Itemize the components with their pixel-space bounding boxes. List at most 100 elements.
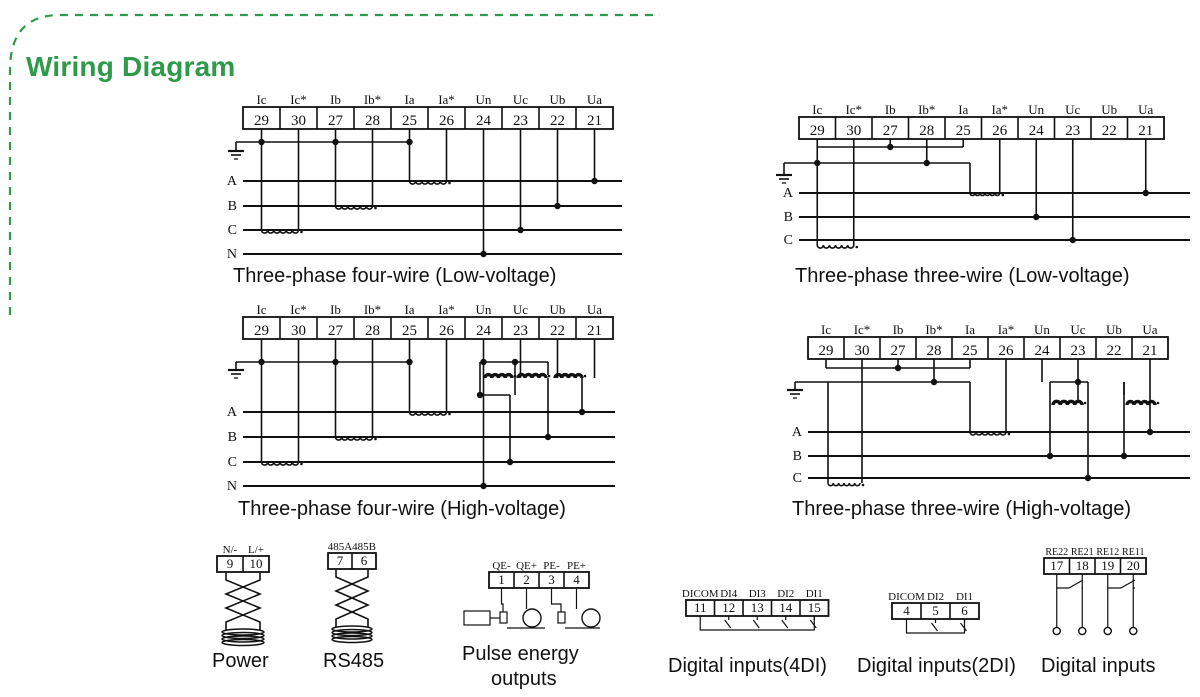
terminal-signal-23: Uc [1070, 322, 1085, 337]
pt-coil [483, 373, 514, 379]
terminal-number-23: 23 [1071, 343, 1086, 359]
coil-turn [331, 625, 373, 633]
pt-coil [1125, 399, 1157, 406]
wire [550, 588, 562, 612]
terminal-number-27: 27 [328, 113, 344, 129]
polarity-dot [513, 374, 517, 378]
junction-dot [1120, 452, 1128, 460]
phase-label-b: B [228, 199, 237, 214]
terminal-number-22: 22 [550, 323, 565, 339]
caption-power: Power [212, 650, 269, 672]
terminal-signal-28: Ib* [364, 92, 381, 107]
terminal-signal-5: DI2 [927, 591, 944, 603]
terminal-signal-27: Ib [885, 102, 896, 117]
wire [334, 569, 370, 627]
terminal-number-7: 7 [337, 553, 344, 568]
polarity-dot [374, 437, 377, 441]
junction-dot [1142, 189, 1149, 197]
phase-label-a: A [227, 174, 238, 189]
caption-three-phase-four-wire-high-voltage: Three-phase four-wire (High-voltage) [238, 498, 566, 520]
section-title: Wiring Diagram [26, 51, 236, 82]
terminal-number-5: 5 [932, 603, 939, 618]
terminal-number-10: 10 [250, 556, 263, 571]
junction-dot [1084, 474, 1092, 482]
phase-label-b: B [793, 449, 802, 464]
terminal-number-28: 28 [365, 323, 380, 339]
terminal-signal-24: Un [1028, 102, 1044, 117]
terminal-number-24: 24 [476, 323, 492, 339]
terminal-signal-27: Ib [330, 302, 341, 317]
resistor [557, 611, 566, 624]
terminal-signal-29: Ic [256, 92, 266, 107]
terminal-signal-25: Ia [958, 102, 968, 117]
phase-label-n: N [227, 479, 237, 494]
terminal-signal-25: Ia [965, 322, 975, 337]
polarity-dot [855, 245, 859, 249]
coil-turn [221, 635, 265, 643]
junction-dot [1069, 236, 1076, 244]
coil-turn [221, 631, 265, 640]
phase-label-c: C [228, 223, 237, 238]
terminal-signal-6: DI1 [956, 591, 973, 603]
terminal-signal-24: Un [476, 302, 492, 317]
terminal-signal-29: Ic [256, 302, 266, 317]
phase-label-b: B [784, 210, 793, 225]
junction-dot [544, 433, 552, 441]
terminal-number-23: 23 [513, 323, 528, 339]
terminal-signal-12: DI4 [720, 588, 738, 600]
wire [1068, 579, 1084, 589]
terminal-number-28: 28 [365, 113, 380, 129]
junction-dot [480, 482, 487, 490]
junction-dot [1033, 213, 1040, 221]
wire [905, 619, 966, 634]
caption-digital-inputs-relay: Digital inputs [1041, 655, 1156, 677]
terminal-signal-28: Ib* [364, 302, 381, 317]
terminal-signal-25: Ia [404, 302, 414, 317]
caption-three-phase-four-wire-low-voltage: Three-phase four-wire (Low-voltage) [233, 265, 557, 287]
wire [500, 588, 504, 612]
junction-dot [480, 358, 487, 366]
junction-dot [578, 408, 586, 416]
terminal-signal-23: Uc [513, 92, 528, 107]
terminal-number-19: 19 [1101, 558, 1114, 573]
polarity-dot [547, 374, 551, 378]
ct-coil [334, 205, 374, 210]
junction-dot [506, 458, 514, 466]
terminal-signal-30: Ic* [290, 302, 307, 317]
terminal-signal-4: PE+ [567, 560, 586, 572]
caption-digital-inputs-2di: Digital inputs(2DI) [857, 655, 1016, 677]
wire [1056, 574, 1069, 589]
terminal-signal-17: RE22 [1045, 547, 1068, 558]
junction-dot [1074, 378, 1082, 386]
junction-dot [591, 177, 598, 185]
terminal-number-30: 30 [846, 123, 861, 139]
terminal-signal-4: DICOM [888, 591, 925, 603]
terminal-number-29: 29 [810, 123, 825, 139]
terminal-number-9: 9 [227, 556, 234, 571]
terminal-power: 9N/-10L/+ [216, 544, 270, 647]
terminal-number-1: 1 [498, 572, 505, 587]
terminal-lug [1052, 626, 1062, 636]
terminal-number-30: 30 [291, 113, 306, 129]
terminal-number-2: 2 [523, 572, 530, 587]
phase-label-a: A [227, 405, 238, 420]
ct-coil [260, 461, 300, 466]
terminal-number-23: 23 [513, 113, 528, 129]
terminal-number-25: 25 [956, 123, 971, 139]
terminal-signal-24: Un [1034, 322, 1050, 337]
terminal-signal-23: Uc [1065, 102, 1080, 117]
terminal-number-6: 6 [961, 603, 968, 618]
junction-dot [480, 250, 487, 258]
polarity-dot [300, 462, 303, 466]
terminal-lug [1103, 626, 1113, 636]
terminal-number-24: 24 [1029, 123, 1045, 139]
terminal-number-21: 21 [1143, 343, 1158, 359]
polarity-dot [1156, 401, 1160, 405]
terminal-number-30: 30 [291, 323, 306, 339]
wire [699, 616, 815, 631]
ct-coil [408, 411, 448, 416]
coil-turn [331, 632, 373, 640]
terminal-lug [1128, 626, 1138, 636]
terminal-signal-22: Ub [1106, 322, 1122, 337]
